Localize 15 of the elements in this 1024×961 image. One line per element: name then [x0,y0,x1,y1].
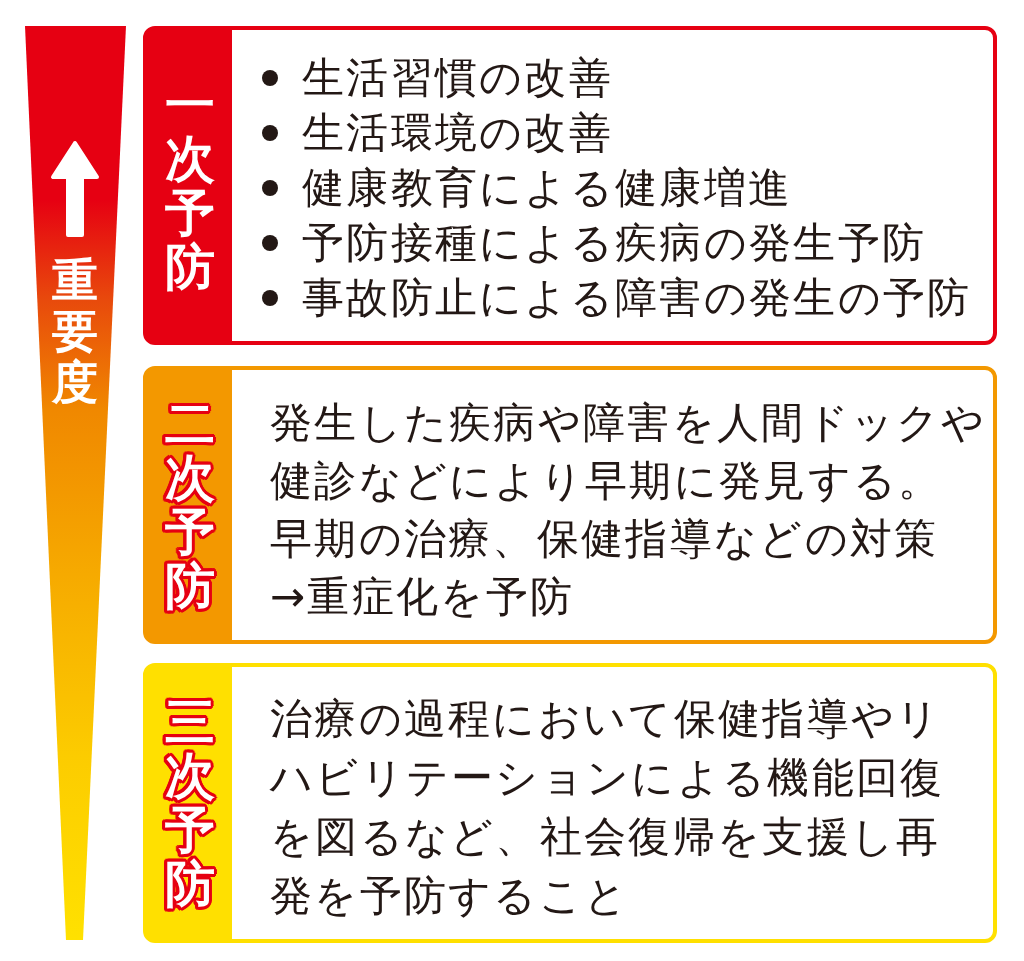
list-item-text: 事故防止による障害の発生の予防 [302,272,972,324]
vertical-heading: 二次予防 [163,397,216,613]
list-item-text: 生活環境の改善 [302,107,614,159]
list-item-text: 健康教育による健康増進 [302,162,793,214]
vertical-label: 重要度 [50,255,100,408]
body-text: 発生した疾病や障害を人間ドックや健診などにより早期に発見する。 [270,397,988,507]
vertical-heading: 一次予防 [163,77,216,294]
list-item-text: 予防接種による疾病の発生予防 [302,217,927,269]
body-text: 治療の過程において保健指導やリハビリテーションによる機能回復を図るなど、社会復帰を支援し再発を予防すること [270,693,946,922]
list-item-text: 生活習慣の改善 [302,52,614,104]
body-text: 早期の治療、保健指導などの対策→重症化を予防 [270,513,940,623]
vertical-heading: 三次予防 [163,695,216,911]
panel-box [143,26,997,345]
panel-box [143,366,997,644]
panel-box [143,663,997,943]
